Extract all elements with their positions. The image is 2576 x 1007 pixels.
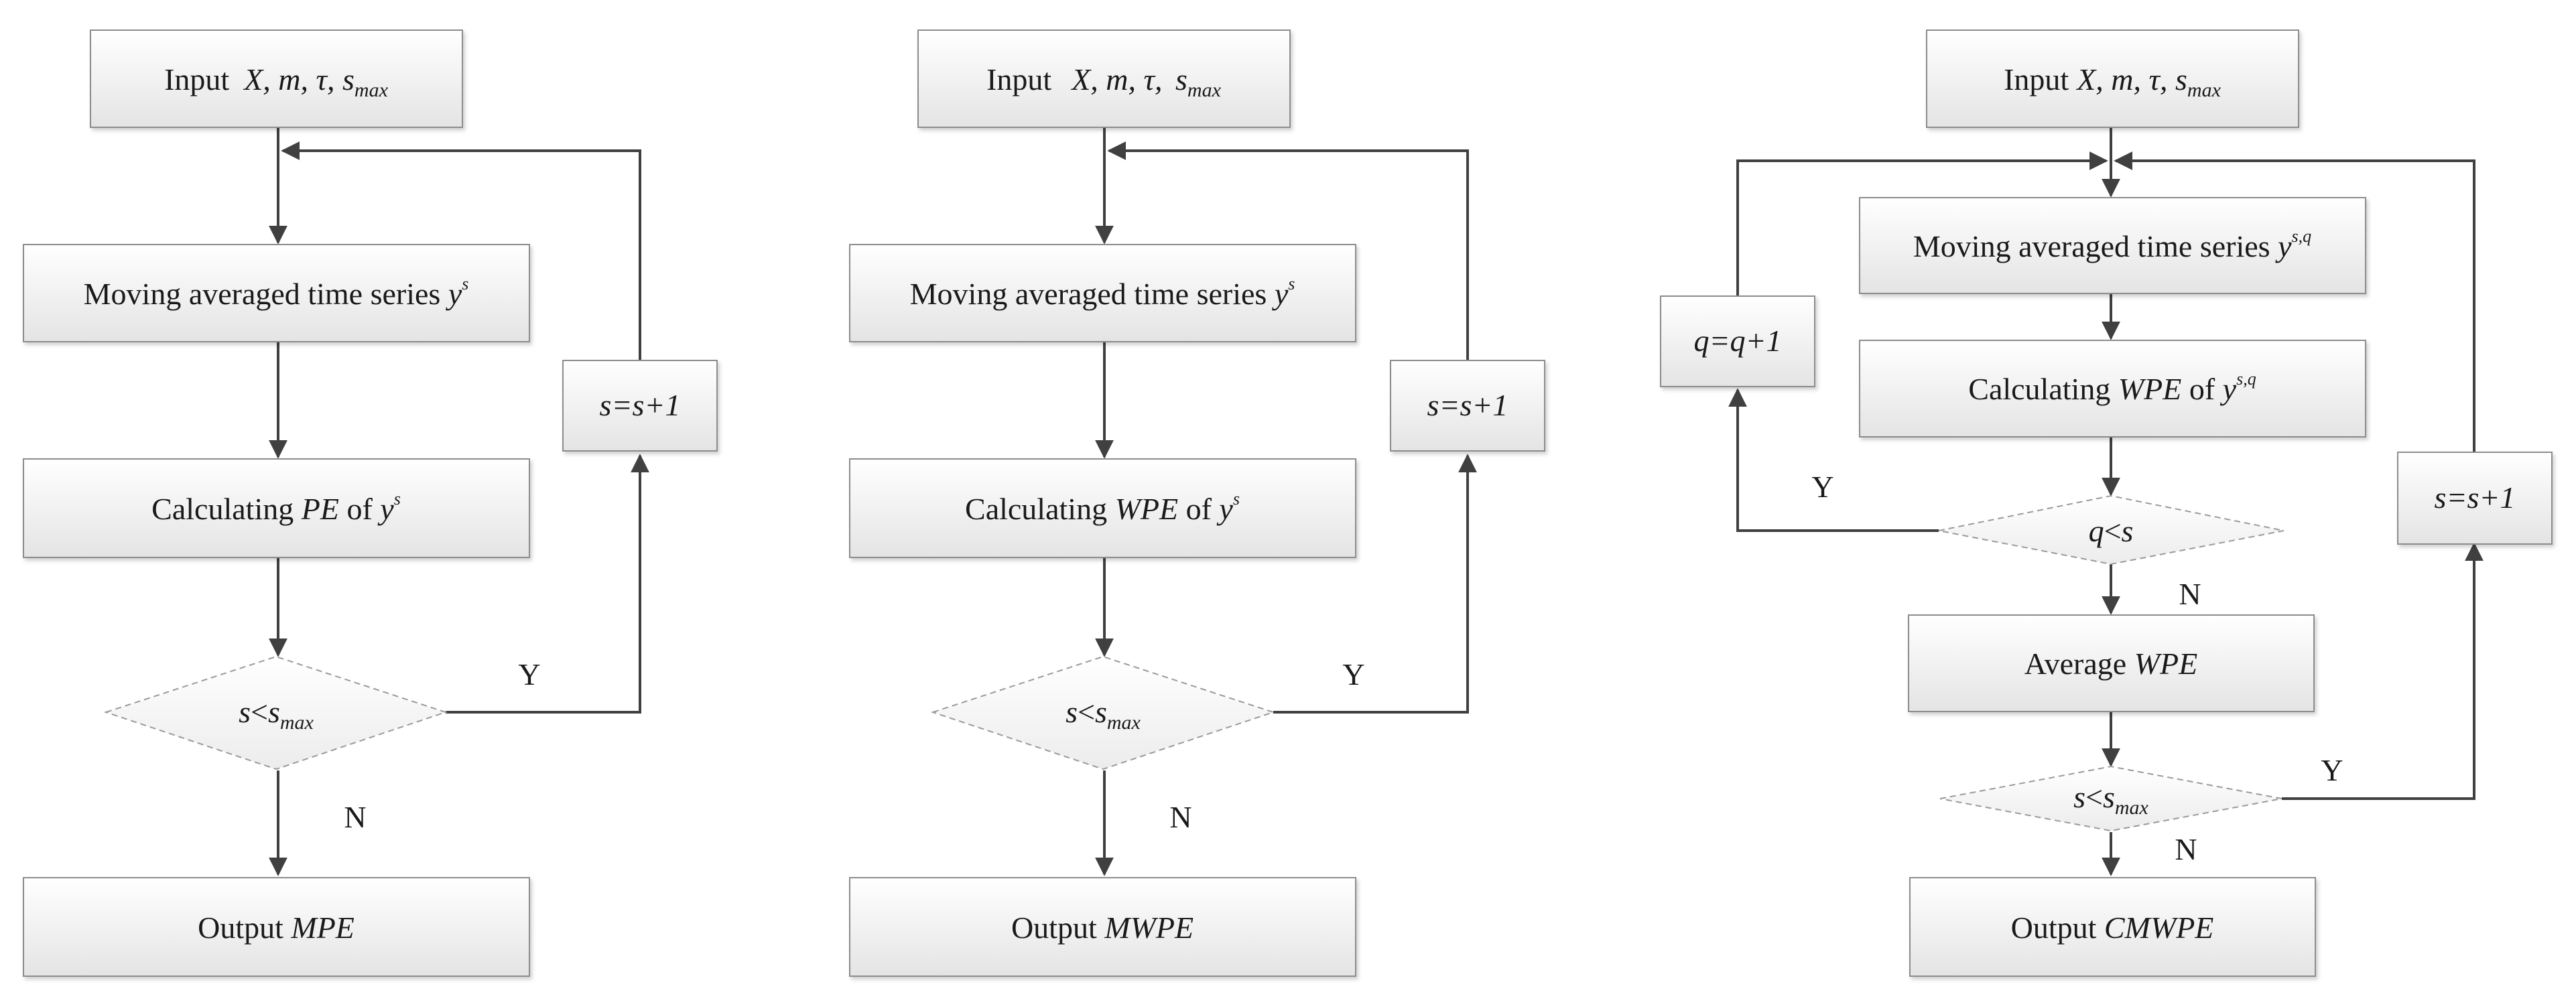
s-increment-label: s=s+1 xyxy=(2435,480,2516,515)
output-label: Output CMWPE xyxy=(2011,911,2214,945)
input-box xyxy=(1926,29,2299,128)
edge-increment-loop-back xyxy=(281,141,641,360)
edges xyxy=(1728,127,2484,876)
s-increment-box xyxy=(2397,452,2553,545)
q-increment-label: q=q+1 xyxy=(1693,324,1781,358)
inner-no-label: N xyxy=(2179,577,2201,611)
output-box xyxy=(849,877,1356,977)
average-label: Average WPE xyxy=(2024,647,2197,681)
decision-label: s<smax xyxy=(2073,780,2148,819)
no-label: N xyxy=(2175,832,2197,866)
no-label: N xyxy=(344,800,366,834)
edge-inner-decision-to-q-increment xyxy=(1728,388,1939,532)
decision-diamond xyxy=(103,655,448,770)
edges xyxy=(1095,127,1477,876)
moving-average-label: Moving averaged time series ys,q xyxy=(1913,226,2311,263)
input-box xyxy=(917,29,1291,128)
calculate-box xyxy=(23,458,530,558)
edge-decision-to-increment xyxy=(446,454,649,714)
inner-decision-diamond xyxy=(1938,494,2284,565)
increment-label: s=s+1 xyxy=(1427,388,1508,422)
calculate-box xyxy=(1859,340,2366,438)
moving-average-label: Moving averaged time series ys xyxy=(84,274,469,311)
moving-average-box xyxy=(23,244,530,342)
inner-yes-label: Y xyxy=(1811,470,1833,504)
increment-label: s=s+1 xyxy=(600,388,681,422)
increment-box xyxy=(562,360,718,452)
decision-label: s<smax xyxy=(239,695,314,734)
edge-decision-to-increment xyxy=(1273,454,1477,714)
output-box xyxy=(1909,877,2316,977)
edge-s-increment-loop-back xyxy=(2114,151,2475,452)
yes-label: Y xyxy=(1342,657,1364,691)
decision-diamond xyxy=(930,655,1276,770)
calculate-label: Calculating WPE of ys xyxy=(965,489,1240,526)
average-box xyxy=(1908,614,2315,712)
calculate-label: Calculating PE of ys xyxy=(151,489,401,526)
moving-average-label: Moving averaged time series ys xyxy=(910,274,1295,311)
edge-q-increment-loop-back xyxy=(1736,151,2108,296)
output-label: Output MWPE xyxy=(1011,911,1194,945)
no-label: N xyxy=(1169,800,1192,834)
output-label: Output MPE xyxy=(198,911,355,945)
input-box xyxy=(90,29,463,128)
yes-label: Y xyxy=(518,657,540,691)
edge-increment-loop-back xyxy=(1107,141,1469,360)
edges xyxy=(269,127,649,876)
q-increment-box xyxy=(1660,295,1815,387)
increment-box xyxy=(1390,360,1545,452)
calculate-label: Calculating WPE of ys,q xyxy=(1968,369,2256,406)
moving-average-box xyxy=(1859,197,2366,294)
output-box xyxy=(23,877,530,977)
calculate-box xyxy=(849,458,1356,558)
edge-decision-to-s-increment xyxy=(2282,542,2484,800)
moving-average-box xyxy=(849,244,1356,342)
decision-diamond xyxy=(1939,765,2282,832)
inner-decision-label: q<s xyxy=(2089,514,2134,548)
decision-label: s<smax xyxy=(1066,695,1141,734)
yes-label: Y xyxy=(2321,753,2343,787)
